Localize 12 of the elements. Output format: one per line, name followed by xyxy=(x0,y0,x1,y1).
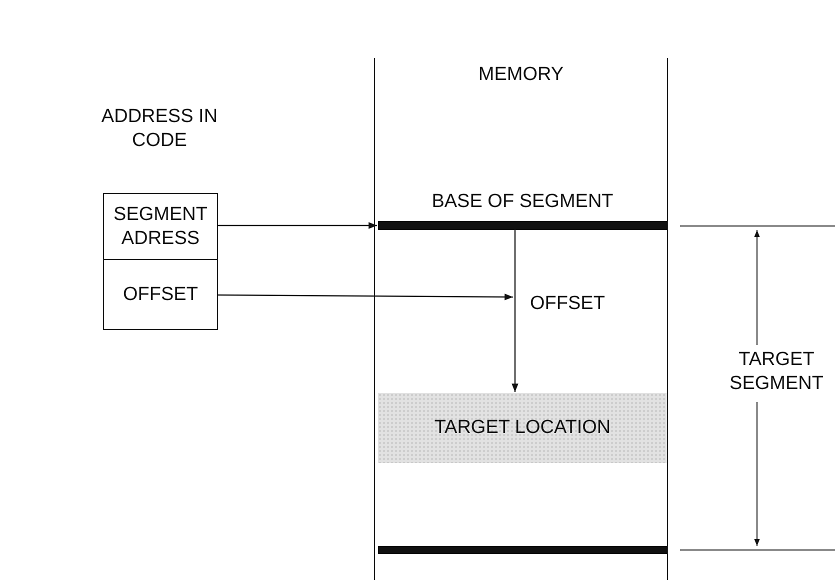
arrow xyxy=(512,230,518,392)
box-heading: ADDRESS IN CODE xyxy=(100,105,219,153)
bar-label: BASE OF SEGMENT xyxy=(430,190,614,214)
memory-bar xyxy=(378,546,667,554)
arrow xyxy=(217,222,377,229)
address-field: OFFSET xyxy=(104,261,217,329)
column-heading: MEMORY xyxy=(477,63,565,87)
arrow xyxy=(217,294,513,300)
address-field: SEGMENT ADRESS xyxy=(104,194,217,260)
dimension-label: TARGET SEGMENT xyxy=(728,348,824,396)
memory-column xyxy=(374,58,668,580)
memory-region: TARGET LOCATION xyxy=(378,393,667,463)
